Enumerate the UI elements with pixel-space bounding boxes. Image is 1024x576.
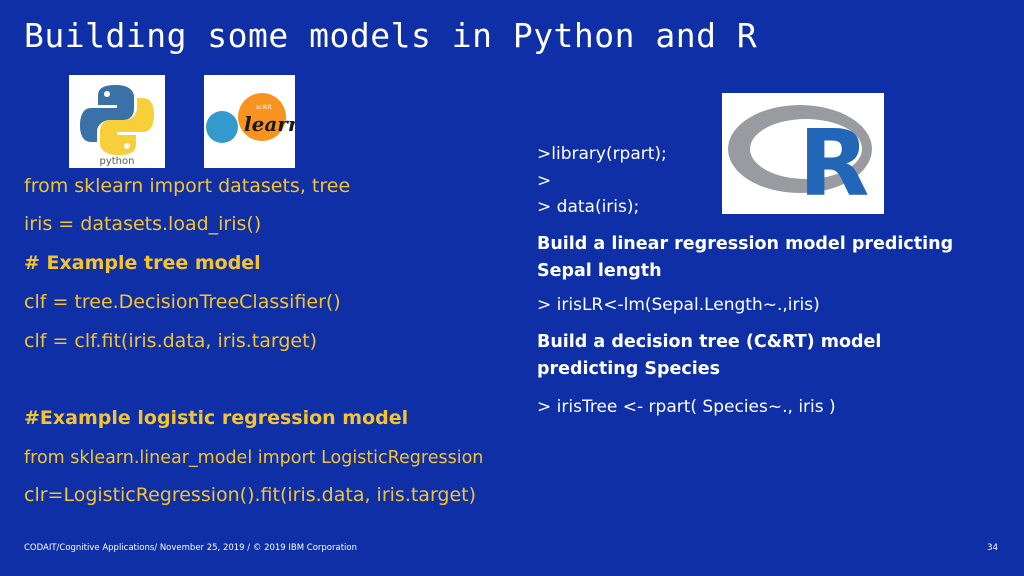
sklearn-logo: scikit learn <box>204 75 295 168</box>
python-code-comment: #Example logistic regression model <box>24 407 409 429</box>
r-heading: Build a linear regression model predicti… <box>537 234 954 254</box>
footer-text: CODAIT/Cognitive Applications/ November … <box>24 543 357 553</box>
python-code-line: from sklearn import datasets, tree <box>24 175 351 197</box>
sklearn-small-text: scikit <box>256 104 272 111</box>
r-code-line: > data(iris); <box>537 197 640 217</box>
r-logo: R <box>722 93 884 214</box>
python-snake-icon <box>80 85 154 155</box>
r-heading: Sepal length <box>537 261 662 281</box>
r-letter: R <box>799 110 870 214</box>
python-caption: python <box>100 156 135 167</box>
python-code-line: from sklearn.linear_model import Logisti… <box>24 448 484 468</box>
sklearn-orange-circle <box>238 93 286 141</box>
r-code-line: > <box>537 171 552 191</box>
r-code-line: >library(rpart); <box>537 144 667 164</box>
r-code-line: > irisLR<-lm(Sepal.Length~.,iris) <box>537 295 820 315</box>
python-code-line: clf = tree.DecisionTreeClassifier() <box>24 291 341 313</box>
r-heading: Build a decision tree (C&RT) model <box>537 332 882 352</box>
python-code-comment: # Example tree model <box>24 252 261 274</box>
slide-title: Building some models in Python and R <box>24 16 758 55</box>
page-number: 34 <box>987 543 998 553</box>
python-code-line: clf = clf.fit(iris.data, iris.target) <box>24 330 317 352</box>
sklearn-word: learn <box>244 112 295 136</box>
sklearn-blue-circle <box>206 111 238 143</box>
python-code-line: clr=LogisticRegression().fit(iris.data, … <box>24 484 477 506</box>
r-code-line: > irisTree <- rpart( Species~., iris ) <box>537 397 836 417</box>
r-heading: predicting Species <box>537 359 721 379</box>
python-logo: python <box>69 75 165 168</box>
python-code-line: iris = datasets.load_iris() <box>24 213 262 235</box>
